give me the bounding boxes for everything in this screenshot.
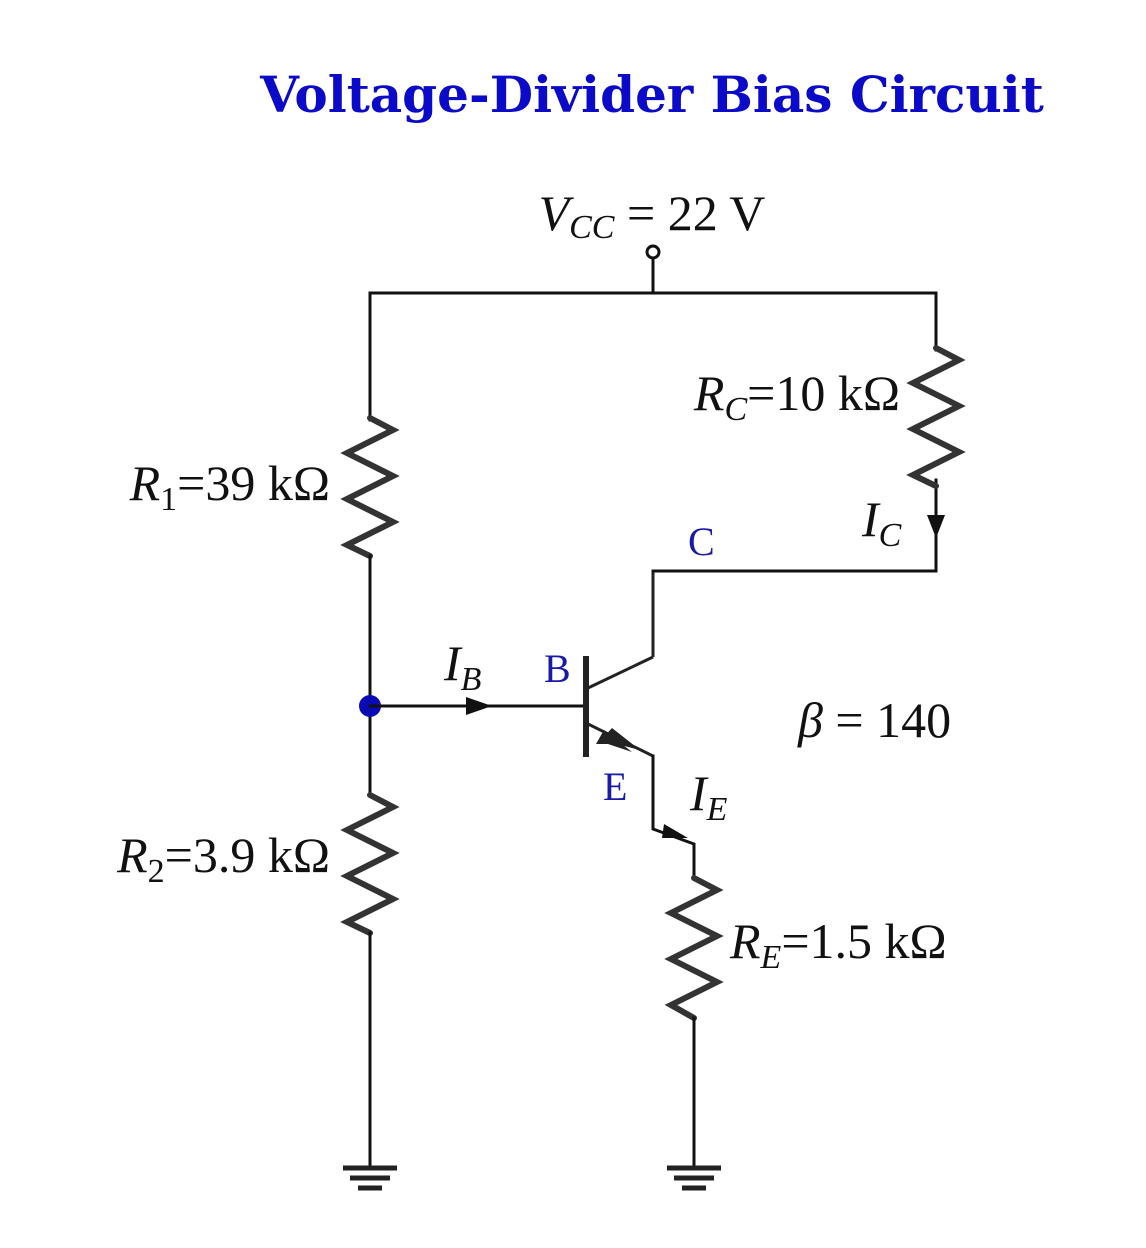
emitter-wire	[651, 754, 696, 880]
resistor-re	[664, 875, 724, 1021]
re-label: RE=1.5 kΩ	[729, 913, 947, 976]
ic-label: IC	[861, 491, 902, 554]
collector-wire	[651, 478, 938, 573]
ie-arrow-icon	[662, 824, 688, 838]
supply-label: VCC = 22 V	[539, 185, 766, 246]
r2-label: R2=3.9 kΩ	[116, 827, 330, 890]
ib-label: IB	[443, 635, 482, 698]
top-rail-wire	[368, 291, 938, 422]
r1-label: R1=39 kΩ	[129, 455, 330, 518]
rc-label: RC=10 kΩ	[693, 365, 900, 428]
ic-arrow-icon	[927, 515, 945, 538]
resistor-r2	[340, 792, 400, 936]
page-title: Voltage-Divider Bias Circuit	[259, 65, 1044, 124]
ground-icon-right	[667, 1165, 721, 1191]
base-node-label: B	[544, 646, 571, 691]
resistor-r1	[340, 415, 400, 559]
resistor-rc	[906, 345, 966, 489]
collector-node-label: C	[688, 519, 715, 564]
ground-icon	[343, 1165, 397, 1191]
ie-label: IE	[689, 765, 728, 828]
current-arrow-icon	[466, 697, 492, 715]
beta-label: β = 140	[797, 692, 951, 748]
npn-transistor-icon	[583, 571, 655, 758]
supply-terminal-icon	[645, 244, 661, 295]
emitter-node-label: E	[603, 764, 627, 809]
